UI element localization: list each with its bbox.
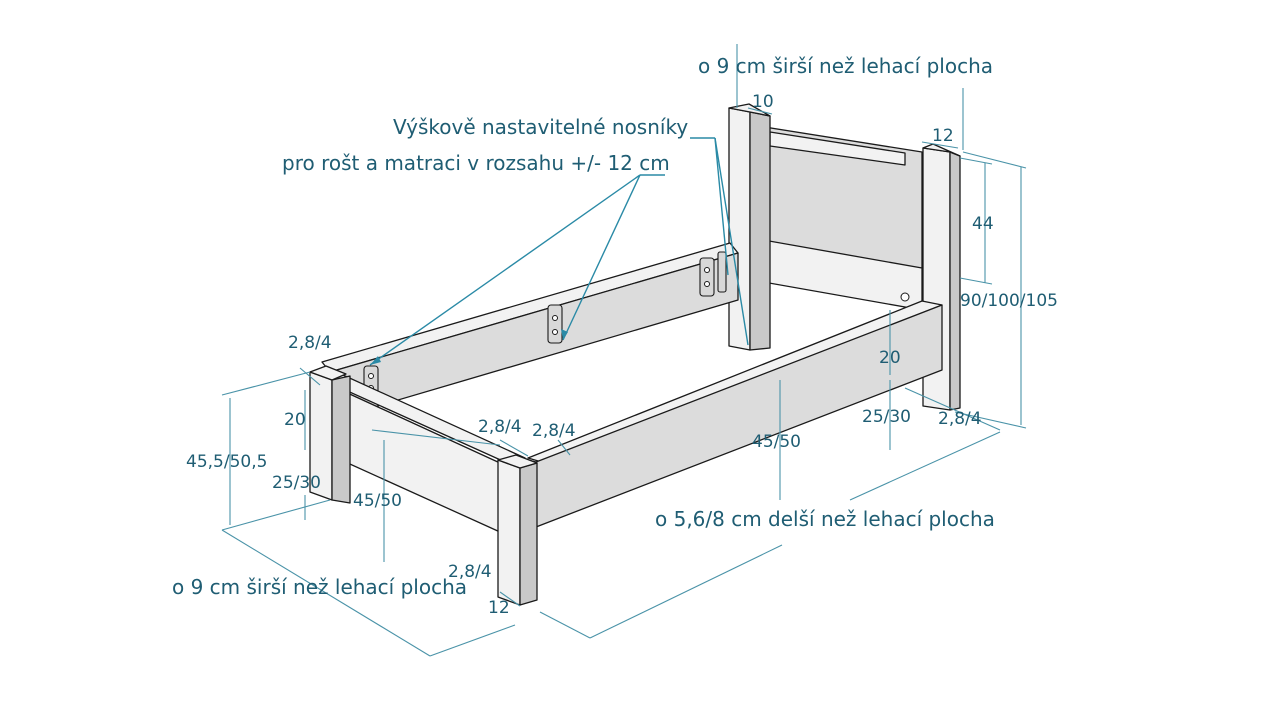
left-side-rail xyxy=(321,242,739,421)
bracket-2 xyxy=(547,304,563,344)
rail-thickness-left-label: 2,8/4 xyxy=(288,333,332,353)
dimension-lines xyxy=(221,44,1027,657)
foot-post-side-label: 12 xyxy=(488,598,510,618)
post-side-label: 12 xyxy=(932,126,954,146)
labels: o 9 cm širší než lehací plocha 10 12 Výš… xyxy=(172,54,1058,618)
headboard-left-post-side xyxy=(749,111,771,351)
foot-post-thickness-label: 2,8/4 xyxy=(448,562,492,582)
length-note-label: o 5,6/8 cm delší než lehací plocha xyxy=(655,507,995,531)
adjustable-label-line2: pro rošt a matraci v rozsahu +/- 12 cm xyxy=(282,151,670,175)
foot-total-height-label: 45,5/50,5 xyxy=(186,452,267,472)
head-total-height-label: 90/100/105 xyxy=(960,291,1058,311)
bracket-3 xyxy=(699,251,727,297)
rail-height-right-label: 20 xyxy=(879,348,901,368)
side-rail-top-right-label: 2,8/4 xyxy=(532,421,576,441)
leg-height-left-label: 25/30 xyxy=(272,473,321,493)
adjustable-pointers xyxy=(369,137,749,366)
headboard xyxy=(728,103,961,411)
rail-height-left-label: 20 xyxy=(284,410,306,430)
foot-width-label: o 9 cm širší než lehací plocha xyxy=(172,575,467,599)
post-front-label: 10 xyxy=(752,92,774,112)
rail-top-height-mid-label: 45/50 xyxy=(752,432,801,452)
right-thickness-label: 2,8/4 xyxy=(938,409,982,429)
headboard-width-label: o 9 cm širší než lehací plocha xyxy=(698,54,993,78)
foot-left-post xyxy=(309,365,351,504)
headboard-right-post-side xyxy=(949,151,961,411)
side-rail-top-left-label: 2,8/4 xyxy=(478,417,522,437)
leg-height-right-label: 25/30 xyxy=(862,407,911,427)
headboard-left-post xyxy=(728,107,751,351)
head-panel-height-label: 44 xyxy=(972,214,994,234)
foot-right-post xyxy=(497,454,538,606)
rail-top-height-left-label: 45/50 xyxy=(353,491,402,511)
left-rail-face xyxy=(329,252,739,421)
adjustable-label-line1: Výškově nastavitelné nosníky xyxy=(393,115,688,139)
